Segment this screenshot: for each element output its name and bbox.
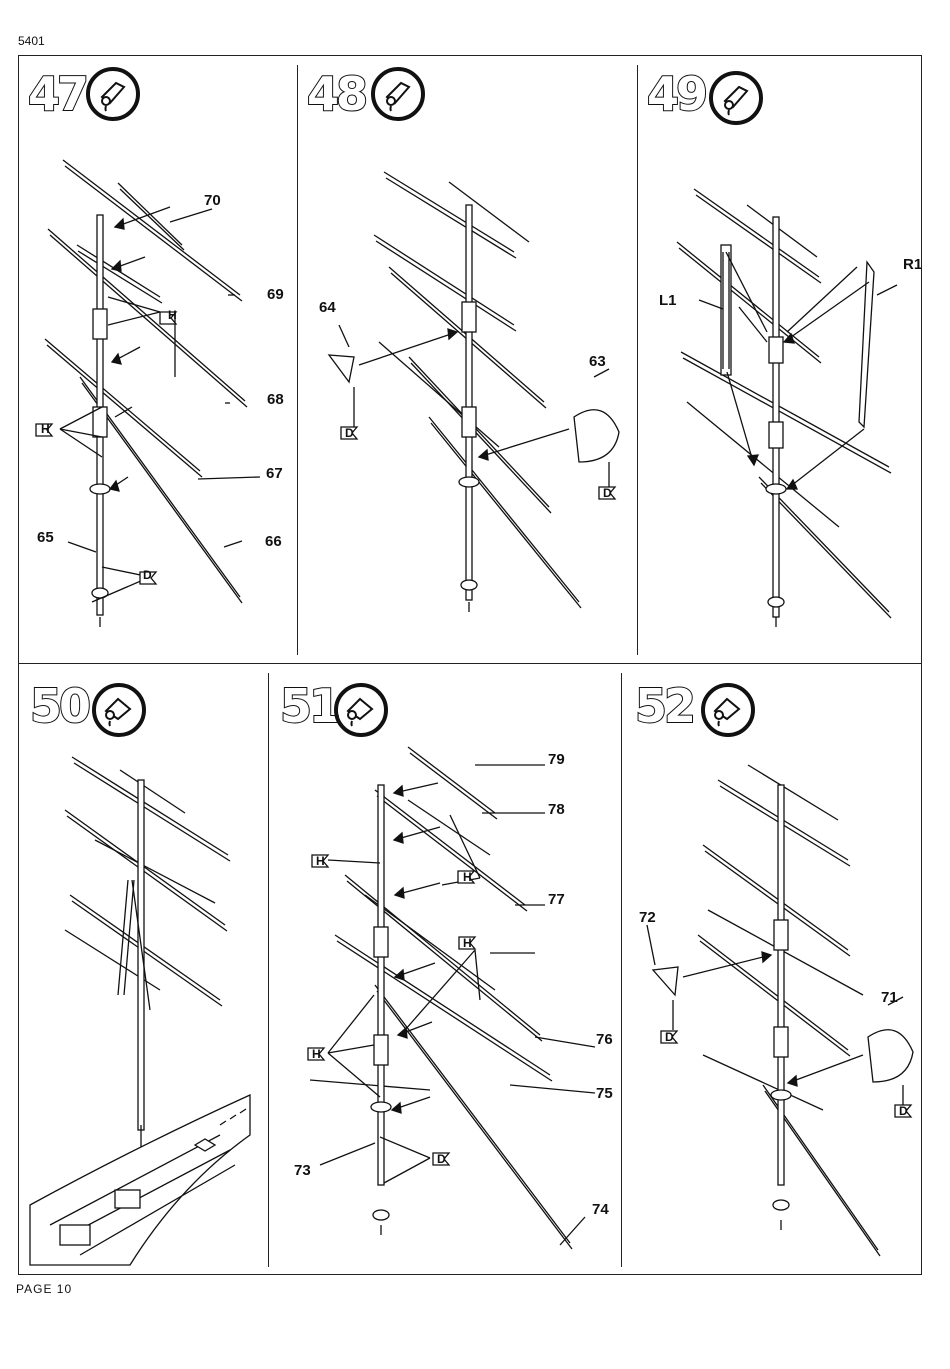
tag-label: D [437,1152,446,1166]
part-label: 77 [548,891,565,908]
page-footer: PAGE 10 [16,1282,72,1296]
tag-label: H [312,1047,321,1061]
part-label: 65 [37,529,54,546]
column-divider [637,65,638,655]
step-51: 51 [270,665,620,1273]
step-50: 50 [20,665,267,1273]
tag-label: H [463,870,472,884]
part-label: L1 [659,292,677,309]
assembly-drawing [270,665,620,1273]
assembly-drawing [20,57,297,662]
part-label: 69 [267,286,284,303]
column-divider [297,65,298,655]
tag-label: D [899,1104,908,1118]
assembly-drawing [20,665,267,1273]
part-label: 79 [548,751,565,768]
part-label: 73 [294,1162,311,1179]
part-label: 72 [639,909,656,926]
part-label: 71 [881,989,898,1006]
tag-label: H [316,854,325,868]
tag-label: D [603,486,612,500]
tag-label: H [463,936,472,950]
part-label: 74 [592,1201,609,1218]
row-divider [18,663,922,664]
part-label: R1 [903,256,922,273]
assembly-drawing [623,665,920,1273]
step-47: 47 [20,57,297,662]
tag-label: D [665,1030,674,1044]
part-label: 66 [265,533,282,550]
part-label: 64 [319,299,336,316]
column-divider [621,673,622,1267]
part-label: 67 [266,465,283,482]
tag-label: D [143,568,152,582]
part-label: 63 [589,353,606,370]
part-label: 76 [596,1031,613,1048]
tag-label: H [168,308,177,322]
step-48: 48 64 63 [299,57,637,662]
part-label: 78 [548,801,565,818]
assembly-drawing [639,57,920,662]
part-label: 68 [267,391,284,408]
part-label: 70 [204,192,221,209]
part-label: 75 [596,1085,613,1102]
step-52: 52 72 71 [623,665,920,1273]
tag-label: H [41,422,50,436]
tag-label: D [345,426,354,440]
assembly-drawing [299,57,637,662]
step-49: 49 R1 L1 [639,57,920,662]
column-divider [268,673,269,1267]
page-code: 5401 [18,34,45,48]
